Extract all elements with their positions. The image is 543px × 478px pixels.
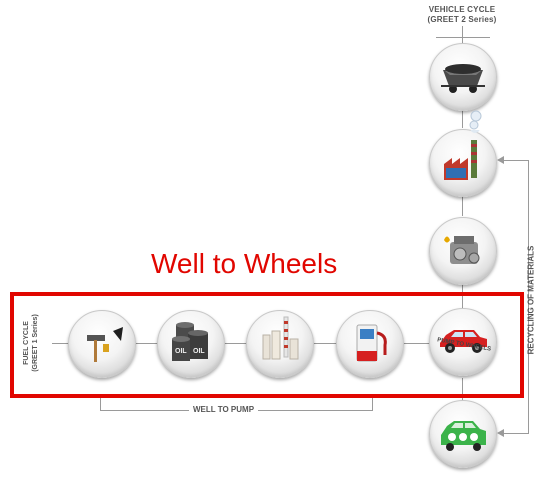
vehicle-stem-1 bbox=[462, 37, 463, 45]
fuel-pump-stage bbox=[336, 310, 404, 378]
recycle-bottom-arm bbox=[503, 433, 529, 434]
fuel-row-connector bbox=[52, 343, 432, 344]
recycle-vertical bbox=[528, 160, 529, 433]
factory-smoke-icon bbox=[469, 110, 482, 130]
mining-stage bbox=[68, 310, 136, 378]
vehicle-stem-3 bbox=[462, 194, 463, 216]
well-to-wheels-highlight-box bbox=[10, 292, 524, 398]
fuel-pump-icon bbox=[356, 324, 387, 362]
wtp-bracket-left bbox=[100, 396, 101, 411]
oil-label-1: OIL bbox=[175, 348, 187, 355]
well-to-pump-label: WELL TO PUMP bbox=[189, 405, 259, 414]
recycling-label-text: RECYCLING OF MATERIALS bbox=[526, 245, 536, 355]
oil-barrels-icon bbox=[172, 322, 208, 361]
factory-icon bbox=[444, 130, 480, 180]
vehicle-stem-5 bbox=[462, 378, 463, 400]
fuel-cycle-label: FUEL CYCLE (GREET 1 Series) bbox=[13, 298, 49, 388]
fuel-cycle-line2: (GREET 1 Series) bbox=[32, 314, 39, 372]
vehicle-cycle-title-line1: VEHICLE CYCLE bbox=[428, 5, 496, 14]
recycle-arrow-top bbox=[497, 156, 504, 164]
ore-cart-icon bbox=[441, 64, 485, 93]
oil-extraction-stage: OIL OIL bbox=[157, 310, 225, 378]
mining-hammer-icon bbox=[87, 327, 123, 362]
engine-parts-stage bbox=[429, 217, 497, 285]
red-car-icon bbox=[440, 330, 487, 353]
vehicle-title-bar bbox=[436, 37, 490, 38]
oil-label-2: OIL bbox=[193, 348, 205, 355]
vehicle-title-connector bbox=[462, 26, 463, 38]
fuel-cycle-line1: FUEL CYCLE bbox=[23, 321, 30, 365]
factory-stage bbox=[429, 129, 497, 197]
recycling-of-materials-label: RECYCLING OF MATERIALS bbox=[520, 230, 542, 370]
well-to-wheels-title: Well to Wheels bbox=[151, 248, 338, 279]
recycle-top-arm bbox=[503, 160, 529, 161]
vehicle-cycle-title-line2: (GREET 2 Series) bbox=[427, 15, 497, 24]
recycle-arrow-bottom bbox=[497, 429, 504, 437]
refining-stage bbox=[246, 310, 314, 378]
recycling-stage bbox=[429, 400, 497, 468]
ore-cart-stage bbox=[429, 43, 497, 111]
vehicle-cycle-title: VEHICLE CYCLE (GREET 2 Series) bbox=[412, 5, 512, 25]
vehicle-stem-2 bbox=[462, 106, 463, 128]
wtp-bracket-right bbox=[372, 396, 373, 411]
engine-parts-icon bbox=[444, 236, 480, 264]
pump-to-wheels-stage bbox=[429, 308, 497, 376]
recycling-car-icon bbox=[441, 421, 486, 451]
refinery-icon bbox=[262, 316, 299, 360]
